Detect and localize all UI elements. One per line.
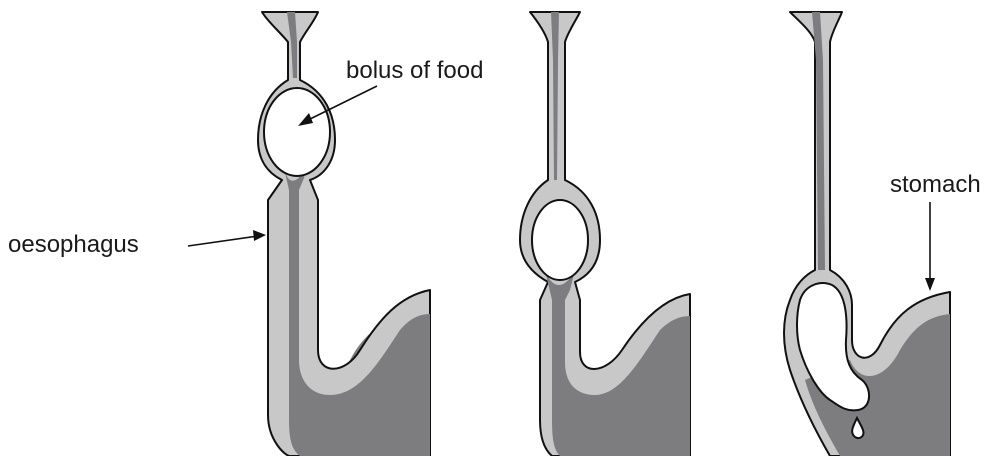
arrow-oesophagus-line bbox=[188, 236, 258, 246]
label-bolus-of-food: bolus of food bbox=[346, 57, 483, 84]
stage-1-bolus bbox=[264, 88, 330, 176]
stage-2-bolus bbox=[532, 200, 588, 280]
arrow-oesophagus-head bbox=[253, 230, 266, 241]
stage-2-panel bbox=[520, 12, 690, 456]
label-oesophagus: oesophagus bbox=[8, 231, 139, 258]
label-stomach: stomach bbox=[890, 171, 981, 198]
stage-3-panel bbox=[784, 12, 950, 456]
arrow-stomach-head bbox=[925, 278, 935, 291]
